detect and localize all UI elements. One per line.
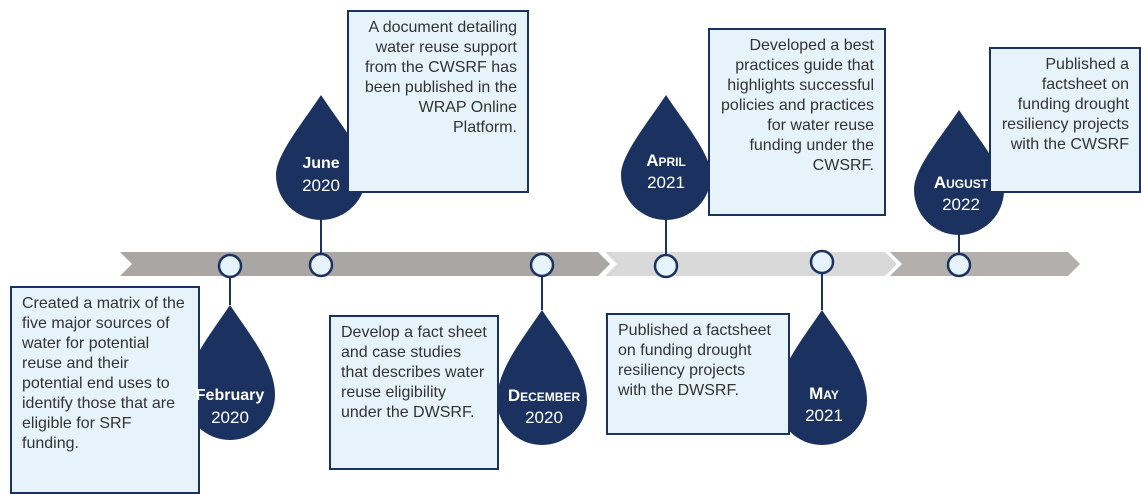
droplet-february <box>185 305 275 440</box>
timeline-arrow-segment-3 <box>890 252 1080 276</box>
circle-june <box>308 252 334 278</box>
droplets <box>185 95 1004 445</box>
milestone-text-april: Developed a best practices guide that hi… <box>708 28 886 216</box>
circle-august <box>946 252 972 278</box>
circle-april <box>653 253 679 279</box>
milestone-text-february: Created a matrix of the five major sourc… <box>10 286 200 494</box>
droplet-june <box>276 95 366 220</box>
timeline-arrow-segment-2 <box>605 252 897 276</box>
timeline-arrow-segment-1 <box>120 252 610 276</box>
circles <box>217 249 972 279</box>
milestone-text-june: A document detailing water reuse support… <box>347 10 529 193</box>
circle-february <box>217 253 243 279</box>
milestone-text-august: Published a factsheet on funding drought… <box>989 47 1141 193</box>
droplet-may <box>777 310 867 445</box>
milestone-text-may: Published a factsheet on funding drought… <box>606 313 790 435</box>
milestone-text-december: Develop a fact sheet and case studies th… <box>329 315 499 470</box>
droplet-april <box>621 95 711 220</box>
circle-december <box>529 252 555 278</box>
droplet-august <box>914 110 1004 235</box>
circle-may <box>809 249 835 275</box>
droplet-december <box>497 310 587 445</box>
